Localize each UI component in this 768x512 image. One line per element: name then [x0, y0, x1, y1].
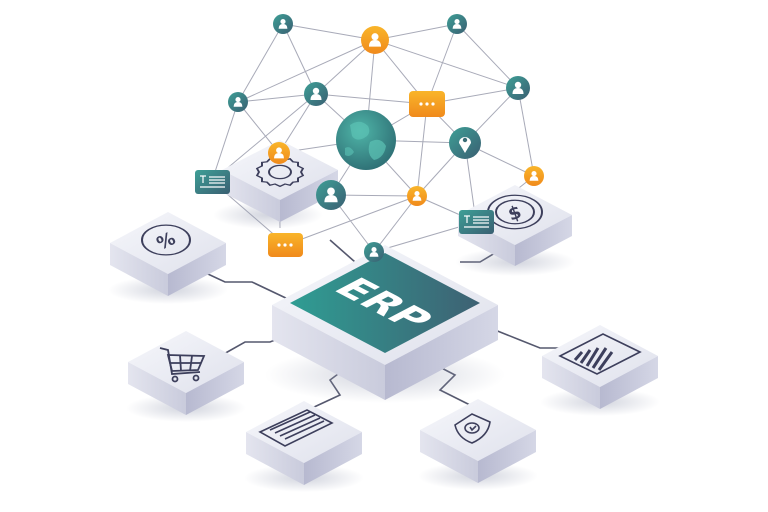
module-tile-forms	[244, 401, 364, 492]
user-node	[506, 76, 530, 100]
module-tile-shopping	[126, 331, 246, 422]
user-node	[273, 14, 293, 34]
network-nodes	[195, 14, 544, 262]
module-tile-discount: %	[108, 212, 228, 304]
bar-chart-window-icon	[558, 333, 642, 375]
user-node	[316, 180, 346, 210]
document-icon	[459, 210, 494, 234]
erp-core-tile: ERP ERP	[265, 245, 505, 403]
module-tile-analytics	[540, 325, 660, 416]
percent-icon	[141, 224, 191, 256]
erp-screen	[290, 253, 480, 353]
user-node	[364, 242, 384, 262]
user-node	[447, 14, 467, 34]
location-pin-icon	[449, 127, 481, 159]
user-node	[524, 166, 544, 186]
shield-clock-icon	[454, 413, 491, 444]
user-node	[304, 82, 328, 106]
globe-icon	[336, 110, 396, 170]
chat-bubble-icon	[409, 91, 445, 117]
checklist-window-icon	[258, 409, 334, 447]
user-node	[407, 186, 427, 206]
user-node	[228, 92, 248, 112]
module-tile-security	[418, 399, 538, 490]
user-node	[268, 142, 290, 164]
chat-bubble-icon	[268, 233, 303, 257]
document-icon	[195, 170, 230, 194]
gear-icon	[255, 156, 305, 188]
shopping-cart-icon	[159, 347, 206, 383]
user-node-featured	[361, 26, 389, 54]
